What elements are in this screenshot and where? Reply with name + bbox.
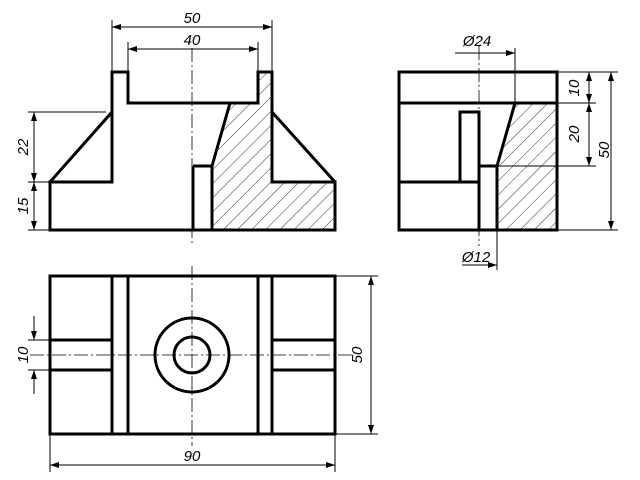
front-section-hatching bbox=[212, 72, 335, 230]
side-dim-d12-label: Ø12 bbox=[461, 249, 491, 266]
front-right-rib-edge bbox=[270, 110, 337, 184]
side-dim-d24-label: Ø24 bbox=[462, 33, 491, 50]
front-section-taper bbox=[210, 102, 232, 167]
front-dim-50-label: 50 bbox=[184, 10, 201, 27]
side-dim-10-label: 10 bbox=[566, 79, 583, 96]
front-left-rib-edge bbox=[48, 111, 114, 183]
side-view: Ø24 Ø12 10 20 50 bbox=[397, 33, 618, 270]
front-dim-40-label: 40 bbox=[184, 32, 201, 49]
side-dim-50-label: 50 bbox=[596, 141, 613, 158]
front-view: 50 40 22 15 bbox=[15, 10, 337, 244]
side-dim-20-label: 20 bbox=[566, 125, 583, 143]
top-view: 10 50 90 bbox=[15, 266, 378, 472]
top-dim-90-label: 90 bbox=[184, 448, 201, 465]
top-dim-50-label: 50 bbox=[349, 346, 366, 363]
side-section-taper bbox=[495, 102, 517, 167]
side-slot-outline bbox=[458, 110, 481, 182]
front-dim-22-label: 22 bbox=[15, 138, 32, 156]
side-section-hatching bbox=[497, 103, 557, 230]
top-dim-10-label: 10 bbox=[15, 346, 32, 363]
front-dim-15-label: 15 bbox=[15, 197, 32, 214]
